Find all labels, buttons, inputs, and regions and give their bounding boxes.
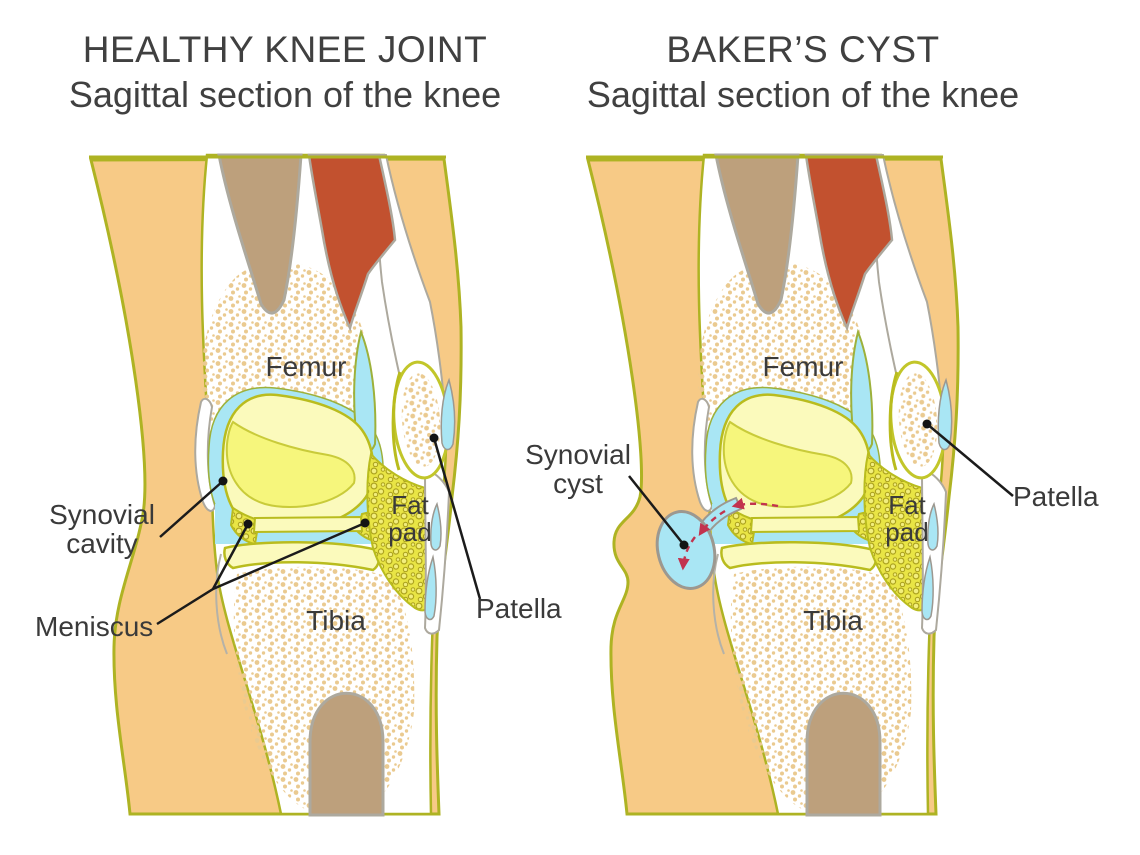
- bakers-cyst-illustration: [584, 153, 960, 817]
- label-fat-pad-left: Fat pad: [388, 490, 432, 548]
- title-left: HEALTHY KNEE JOINT Sagittal section of t…: [40, 28, 530, 117]
- panel-bakers-cyst: [582, 152, 962, 820]
- panel-healthy-knee: [85, 152, 465, 820]
- callout-meniscus: Meniscus: [35, 611, 154, 642]
- label-tibia-left: Tibia: [306, 605, 366, 636]
- label-tibia-right: Tibia: [803, 605, 863, 636]
- healthy-knee-illustration: [87, 153, 463, 817]
- label-femur-left: Femur: [265, 351, 347, 382]
- fluid-flow-arrows: [677, 497, 779, 571]
- callout-patella-left: Patella: [476, 593, 562, 624]
- title-right-line2: Sagittal section of the knee: [586, 74, 1020, 116]
- title-right-line1: BAKER’S CYST: [666, 29, 940, 70]
- callout-synovial-cyst: Synovial cyst: [525, 439, 631, 500]
- label-fat-pad-right: Fat pad: [885, 490, 929, 548]
- title-left-line2: Sagittal section of the knee: [68, 74, 502, 116]
- title-left-line1: HEALTHY KNEE JOINT: [82, 29, 488, 70]
- label-femur-right: Femur: [762, 351, 844, 382]
- callout-synovial-cavity: Synovial cavity: [49, 499, 155, 560]
- callout-patella-right: Patella: [1013, 481, 1099, 512]
- title-right: BAKER’S CYST Sagittal section of the kne…: [558, 28, 1048, 117]
